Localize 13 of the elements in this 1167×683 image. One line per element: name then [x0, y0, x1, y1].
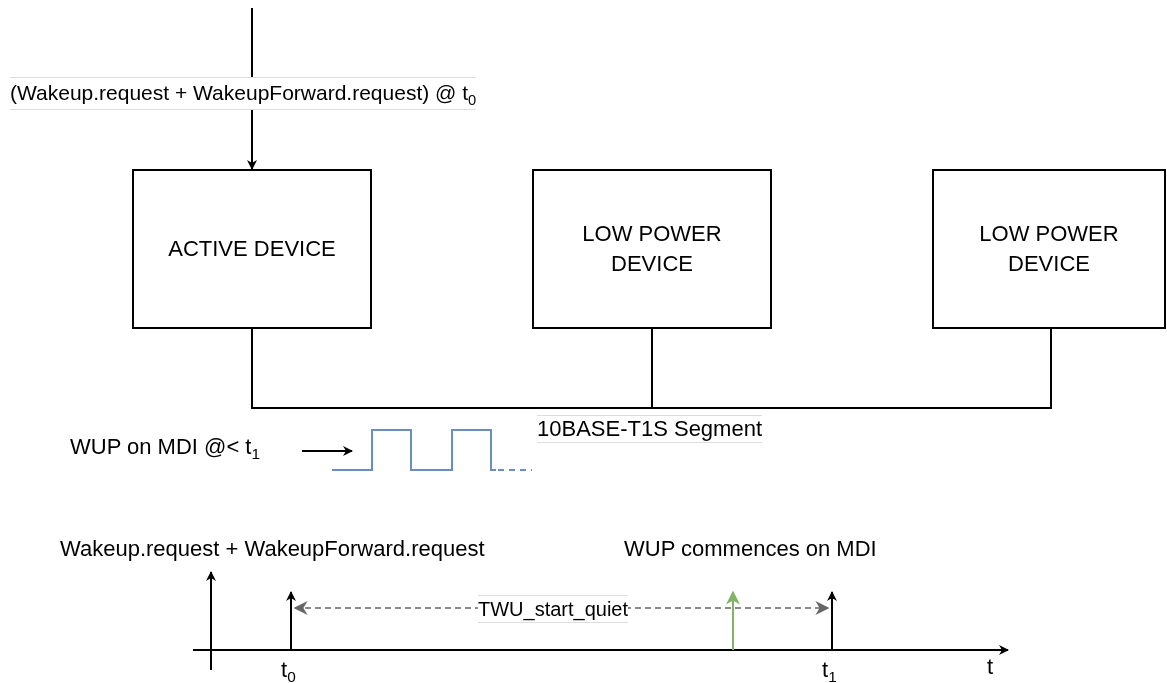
device-box: LOW POWER DEVICE	[932, 169, 1166, 329]
axis-label: Wakeup.request + WakeupForward.request	[60, 536, 485, 562]
signal-label: WUP on MDI @< t$_{1}$	[70, 430, 302, 464]
device-box: LOW POWER DEVICE	[532, 169, 772, 329]
segment-label: 10BASE-T1S Segment	[537, 415, 762, 443]
waveform-drawing	[332, 428, 533, 472]
time-label: t$_{0}$	[281, 657, 296, 683]
event-label: WUP commences on MDI	[624, 536, 877, 562]
axis-label: t	[987, 654, 994, 680]
device-box: ACTIVE DEVICE	[132, 169, 372, 329]
dimension-label: TWU_start_quiet	[478, 595, 629, 623]
time-label: t$_{1}$	[822, 657, 837, 683]
edge-label: (Wakeup.request + WakeupForward.request) @ t$_{0}$	[10, 77, 477, 110]
